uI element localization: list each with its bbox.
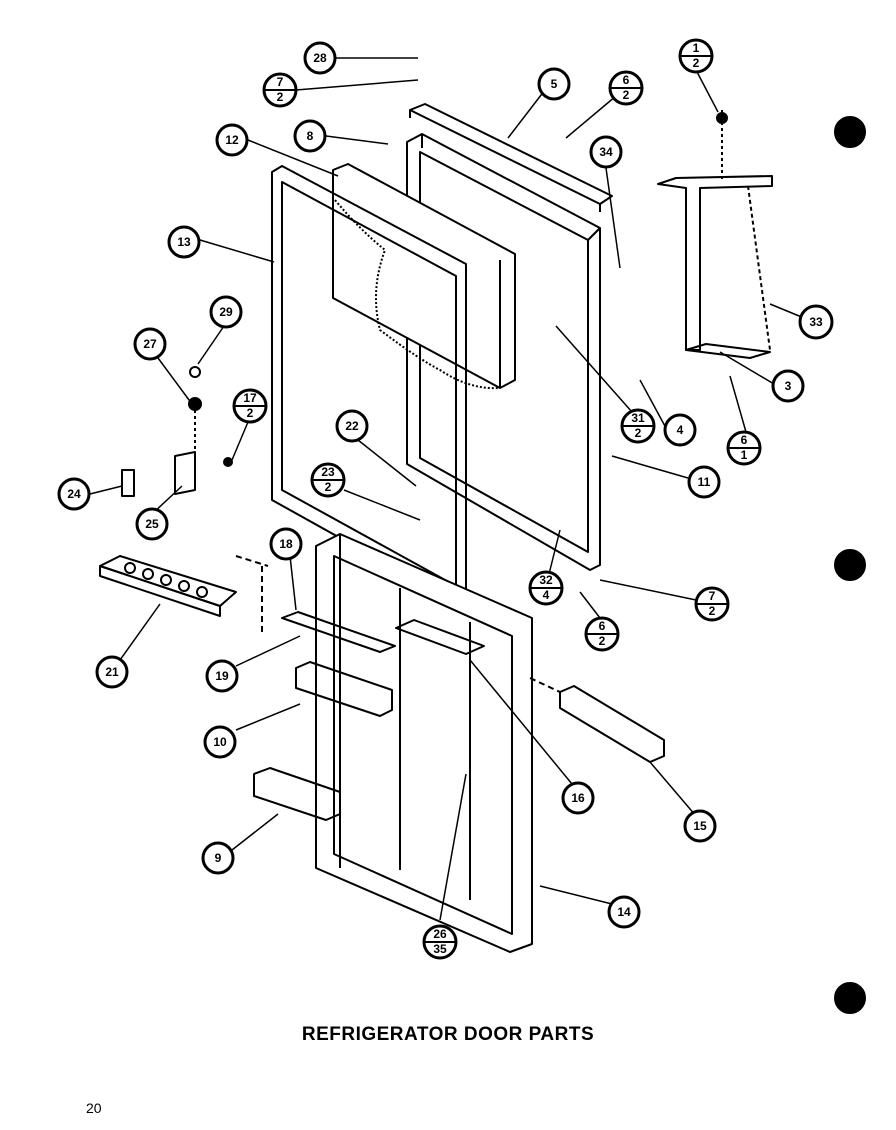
callout-12: 12 (215, 123, 249, 157)
callout-28: 28 (303, 41, 337, 75)
callout-22-label: 22 (345, 419, 359, 433)
diagram-title: REFRIGERATOR DOOR PARTS (301, 1024, 595, 1045)
callout-14: 14 (607, 895, 641, 929)
leader-lines (89, 57, 805, 921)
callout-10: 10 (203, 725, 237, 759)
callout-27: 27 (133, 327, 167, 361)
callout-12-label: 12 (225, 133, 239, 147)
callout-9-label: 9 (215, 851, 222, 865)
top-cap-part (409, 103, 613, 212)
trim-strip (529, 677, 665, 763)
callout-33-label: 33 (809, 315, 823, 329)
door-shelf-10 (295, 661, 393, 717)
left-hinge-parts (121, 366, 233, 497)
callout-29-label: 29 (219, 305, 233, 319)
callout-19: 19 (205, 659, 239, 693)
callout-21: 21 (95, 655, 129, 689)
callout-25: 25 (135, 507, 169, 541)
callout-4: 4 (663, 413, 697, 447)
binder-hole-bottom (834, 982, 866, 1014)
callout-24-label: 24 (67, 487, 81, 501)
dairy-shelf-part (99, 555, 269, 632)
callout-5: 5 (537, 67, 571, 101)
callout-10-label: 10 (213, 735, 227, 749)
callout-15: 15 (683, 809, 717, 843)
callout-22: 22 (335, 409, 369, 443)
callout-4-label: 4 (677, 423, 684, 437)
callout-16-label: 16 (571, 791, 585, 805)
binder-hole-top (834, 116, 866, 148)
callout-8-label: 8 (307, 129, 314, 143)
door-shelf-19 (281, 611, 396, 653)
callout-11: 11 (687, 465, 721, 499)
callout-14-label: 14 (617, 905, 631, 919)
callout-19-label: 19 (215, 669, 229, 683)
callout-15-label: 15 (693, 819, 707, 833)
callout-25-label: 25 (145, 517, 159, 531)
callout-33: 33 (798, 304, 834, 340)
callout-18: 18 (269, 527, 303, 561)
binder-hole-middle (834, 549, 866, 581)
callout-5-label: 5 (551, 77, 558, 91)
door-liner-insulation (332, 163, 516, 390)
callout-18-label: 18 (279, 537, 293, 551)
callout-13: 13 (167, 225, 201, 259)
callout-21-label: 21 (105, 665, 119, 679)
outer-door-panel (406, 133, 601, 571)
lower-inner-door-liner (315, 533, 533, 953)
callout-34-label: 34 (599, 145, 613, 159)
callout-3: 3 (771, 369, 805, 403)
callout-28-label: 28 (313, 51, 327, 65)
callout-8: 8 (293, 119, 327, 153)
callout-11-label: 11 (698, 475, 711, 489)
butter-door-16 (395, 619, 485, 655)
callout-34: 34 (589, 135, 623, 169)
callout-27-label: 27 (143, 337, 157, 351)
callout-16: 16 (561, 781, 595, 815)
callout-3-label: 3 (785, 379, 792, 393)
callout-13-label: 13 (177, 235, 191, 249)
page-number: 20 (86, 1100, 102, 1116)
door-shelf-9 (253, 767, 341, 821)
hinge-bracket (657, 110, 773, 359)
callout-24: 24 (57, 477, 91, 511)
callout-9: 9 (201, 841, 235, 875)
callout-29: 29 (209, 295, 243, 329)
